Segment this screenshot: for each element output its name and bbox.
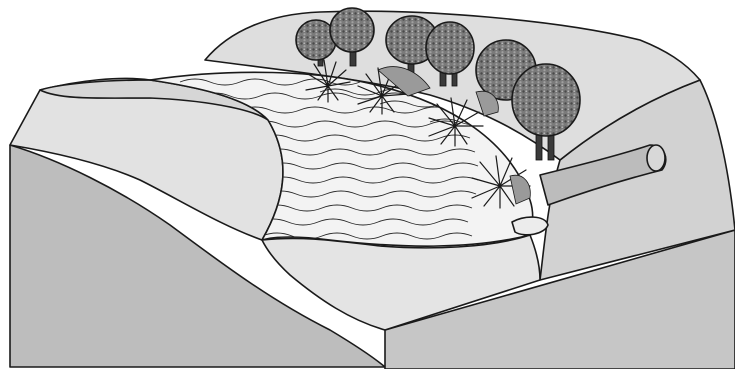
tree-canopy-2	[330, 8, 374, 52]
channel-mouth	[647, 145, 665, 171]
tree-canopy-6	[512, 64, 580, 136]
outlet-pool	[512, 217, 548, 235]
tree-canopy-4	[426, 22, 474, 74]
